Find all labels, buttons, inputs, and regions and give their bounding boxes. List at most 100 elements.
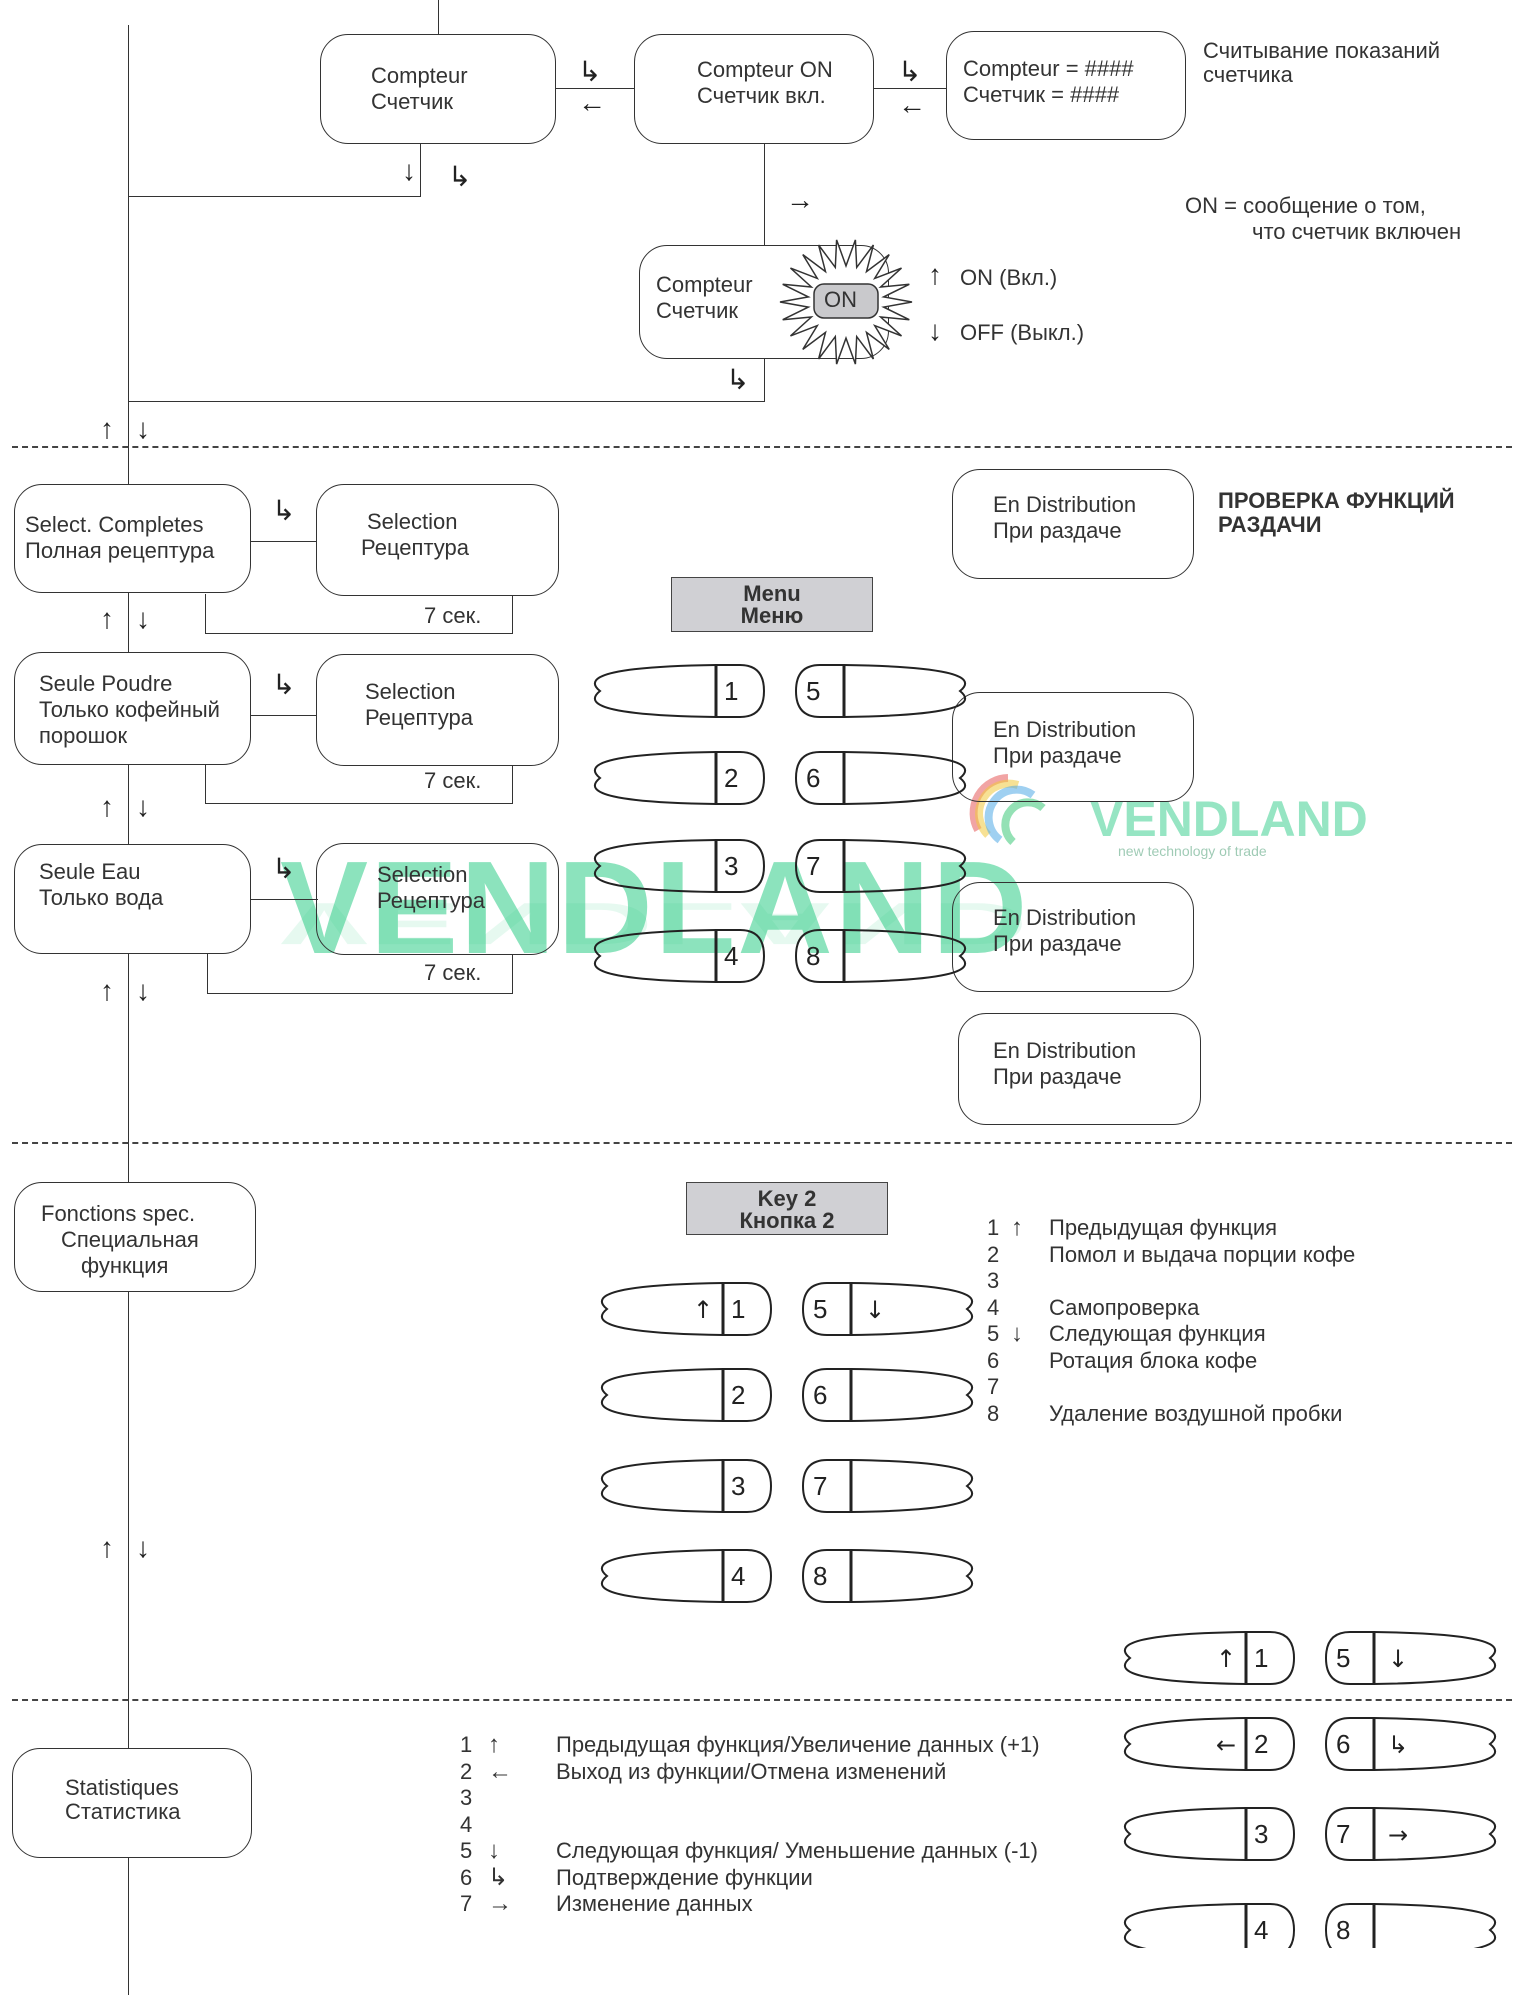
distribution-label-fr: En Distribution: [993, 1038, 1137, 1063]
on-note: ON = сообщение о том,: [1185, 193, 1426, 218]
menu-label-ru: Меню: [740, 603, 804, 628]
legend-arrow-icon: ↑: [1011, 1214, 1023, 1241]
connector: [128, 196, 421, 197]
down-arrow-icon: ↓: [136, 791, 150, 822]
key-number: 6: [1336, 1729, 1350, 1759]
legend-text: Предыдущая функция/Увеличение данных (+1…: [556, 1732, 1040, 1757]
select-powder-box[interactable]: Seule Poudre Только кофейный порошок: [14, 652, 251, 765]
key-arrow-icon: ↓: [1388, 1645, 1408, 1673]
legend-key-number: 2: [460, 1758, 473, 1784]
stats-key-7: 7→: [1324, 1807, 1497, 1861]
key-number: 7: [806, 851, 820, 881]
legend-text: Выход из функции/Отмена изменений: [556, 1758, 947, 1784]
connector: [764, 143, 765, 246]
menu-key-1: 1: [593, 664, 766, 718]
legend-text: Следующая функция: [1049, 1321, 1266, 1346]
down-arrow-icon: ↓: [402, 155, 416, 186]
legend-key-number: 1: [460, 1732, 473, 1757]
connector: [764, 358, 765, 402]
selection-label-fr: Selection: [377, 862, 468, 887]
down-arrow-icon: ↓: [136, 603, 150, 634]
connector: [207, 954, 208, 994]
key-number: 3: [1254, 1819, 1268, 1849]
special-label-ru-2: функция: [81, 1253, 169, 1278]
menu-label-fr: Menu: [743, 581, 801, 606]
legend-arrow-icon: ↓: [1011, 1320, 1023, 1347]
counter-box[interactable]: Compteur Счетчик: [320, 34, 556, 144]
menu-key-4: 4: [593, 929, 766, 983]
function-test-heading: ПРОВЕРКА ФУНКЦИЙ: [1218, 488, 1455, 513]
selection-box-1[interactable]: Selection Рецептура: [316, 484, 559, 596]
top-connector-line: [438, 0, 439, 34]
timeout-label: 7 сек.: [424, 603, 482, 628]
connector: [420, 143, 421, 196]
distribution-label-ru: При раздаче: [993, 743, 1122, 768]
special-key-3: 3: [600, 1459, 773, 1513]
section-divider: [12, 1699, 1512, 1701]
legend-arrow-icon: ↑: [488, 1731, 500, 1758]
counter-on-label-fr: Compteur ON: [697, 57, 833, 82]
legend-key-number: 4: [460, 1811, 473, 1837]
up-arrow-icon: ↑: [100, 975, 114, 1006]
key-number: 1: [1254, 1643, 1268, 1673]
on-option-label: ON (Вкл.): [960, 265, 1058, 290]
key-number: 5: [1336, 1643, 1350, 1673]
counter-on-box[interactable]: Compteur ON Счетчик вкл.: [634, 34, 874, 144]
connector: [555, 88, 635, 89]
select-water-box[interactable]: Seule Eau Только вода: [14, 844, 251, 954]
stats-key-6: 6↳: [1324, 1717, 1497, 1771]
statistics-label-fr: Statistiques: [65, 1775, 179, 1800]
key-number: 4: [731, 1561, 745, 1591]
selection-box-2[interactable]: Selection Рецептура: [316, 654, 559, 766]
enter-arrow-icon: ↳: [578, 56, 602, 87]
distribution-label-ru: При раздаче: [993, 931, 1122, 956]
counter-value-fr: Compteur = ####: [963, 56, 1134, 81]
counter-value-box[interactable]: Compteur = #### Счетчик = ####: [946, 31, 1186, 140]
down-arrow-icon: ↓: [136, 1532, 150, 1563]
key-number: 6: [813, 1380, 827, 1410]
legend-text: Удаление воздушной пробки: [1049, 1400, 1343, 1426]
select-water-fr: Seule Eau: [39, 859, 141, 884]
selection-box-3[interactable]: Selection Рецептура: [316, 843, 559, 955]
key-number: 4: [724, 941, 738, 971]
burst-on-label: ON: [824, 287, 857, 312]
key-arrow-icon: →: [1388, 1821, 1408, 1849]
key-number: 2: [1254, 1729, 1268, 1759]
timeout-label: 7 сек.: [424, 960, 482, 985]
connector: [512, 595, 513, 634]
counter-value-ru: Счетчик = ####: [963, 82, 1120, 107]
legend-arrow-icon: ↳: [488, 1863, 509, 1891]
menu-key-6: 6: [794, 751, 967, 805]
left-arrow-icon: ←: [898, 89, 926, 120]
menu-box: Menu Меню: [671, 577, 873, 632]
key-number: 1: [724, 676, 738, 706]
select-complete-box[interactable]: Select. Completes Полная рецептура: [14, 484, 251, 593]
key-number: 3: [731, 1471, 745, 1501]
special-key-1: 1↑: [600, 1282, 773, 1336]
connector: [250, 541, 318, 542]
legend-text: Предыдущая функция: [1049, 1215, 1278, 1240]
counter-toggle-ru: Счетчик: [656, 298, 739, 323]
legend-key-number: 5: [460, 1838, 473, 1863]
statistics-box[interactable]: Statistiques Статистика: [12, 1748, 252, 1858]
menu-key-2: 2: [593, 751, 766, 805]
legend-arrow-icon: ↓: [488, 1837, 500, 1864]
legend-key-number: 7: [460, 1891, 473, 1916]
stats-key-3: 3: [1123, 1807, 1296, 1861]
legend-key-number: 8: [987, 1400, 1000, 1426]
select-complete-ru: Полная рецептура: [25, 538, 215, 563]
off-option-label: OFF (Выкл.): [960, 320, 1085, 345]
special-key-8: 8: [801, 1549, 974, 1603]
down-arrow-icon: ↓: [928, 315, 942, 346]
section-divider: [12, 1142, 1512, 1144]
key-number: 5: [806, 676, 820, 706]
distribution-label-fr: En Distribution: [993, 492, 1137, 517]
distribution-label-fr: En Distribution: [993, 717, 1137, 742]
enter-arrow-icon: ↳: [448, 161, 472, 192]
distribution-box-2: En Distribution При раздаче: [952, 692, 1194, 802]
left-arrow-icon: ←: [578, 87, 606, 118]
distribution-label-ru: При раздаче: [993, 1064, 1122, 1089]
special-function-box[interactable]: Fonctions spec. Специальная функция: [14, 1182, 256, 1292]
connector: [512, 765, 513, 804]
